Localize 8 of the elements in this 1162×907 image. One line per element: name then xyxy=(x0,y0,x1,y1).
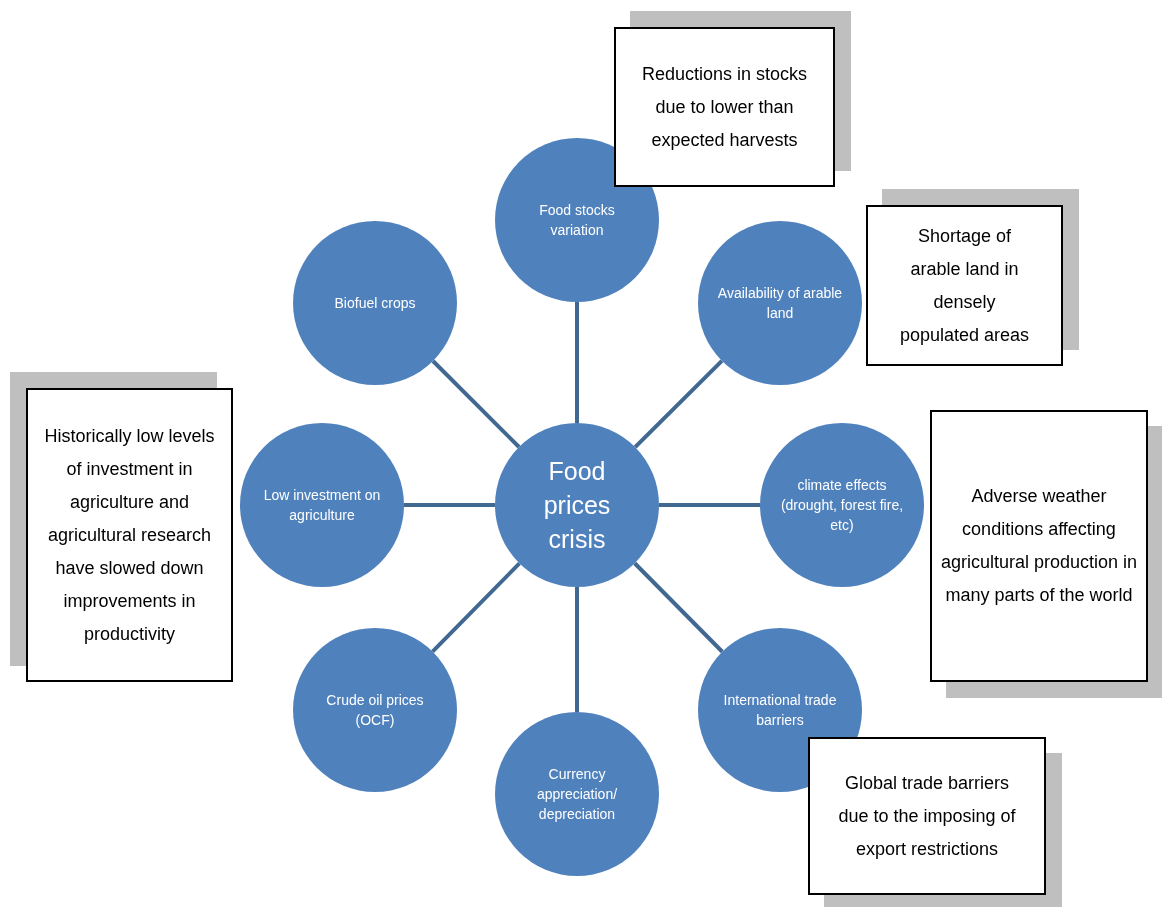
connector-line xyxy=(431,359,521,449)
connector-line xyxy=(575,302,579,423)
connector-line xyxy=(575,587,579,712)
connector-line xyxy=(633,359,724,449)
connector-line xyxy=(404,503,495,507)
connector-line xyxy=(431,562,521,653)
connector-line xyxy=(633,561,724,654)
connector-line xyxy=(659,503,760,507)
